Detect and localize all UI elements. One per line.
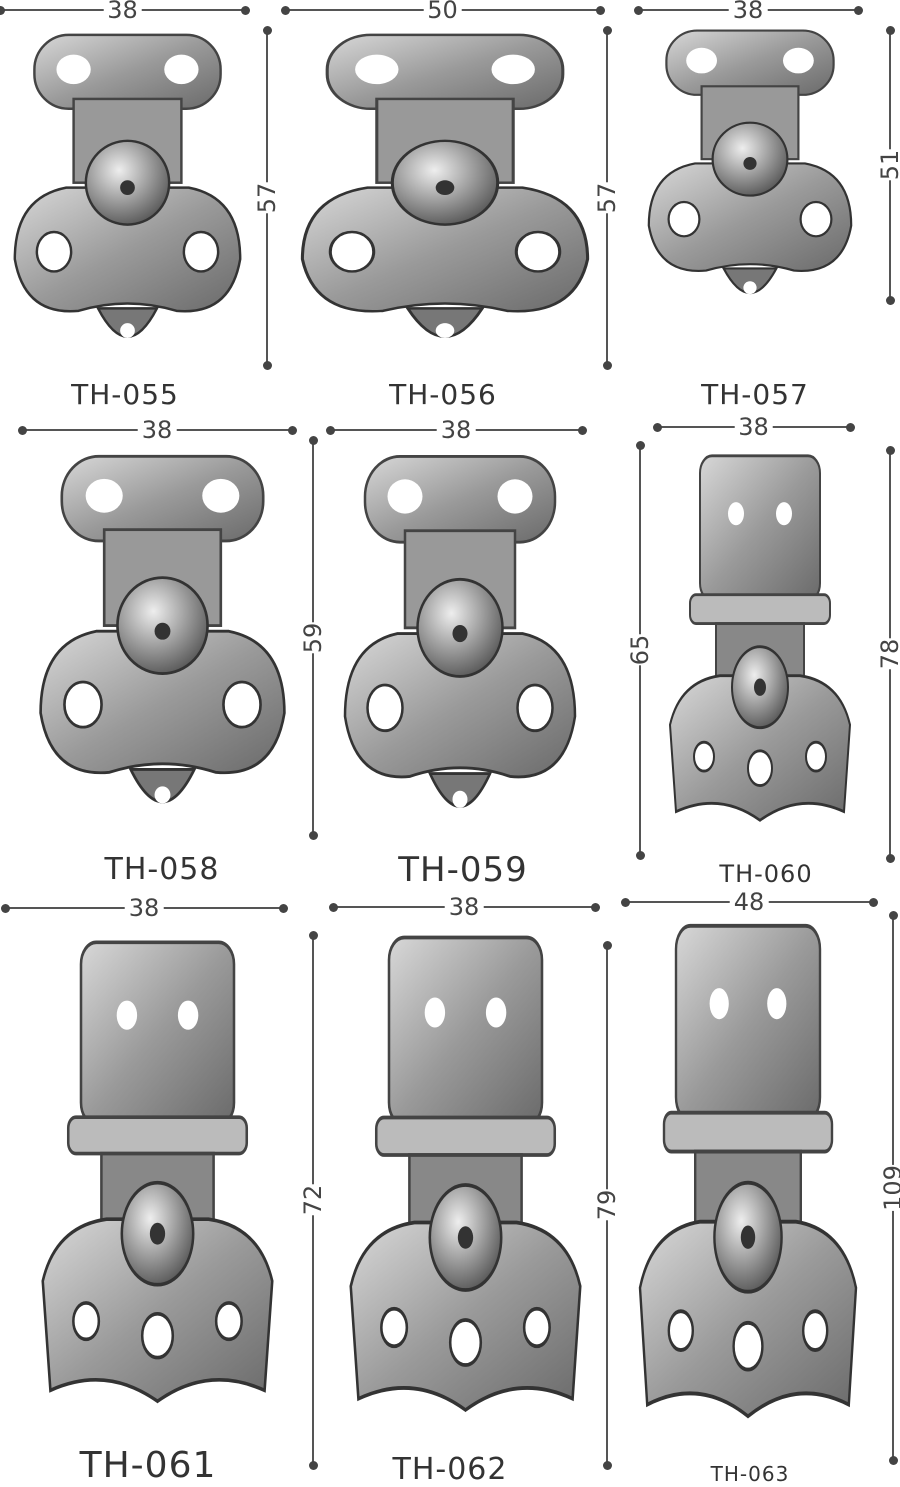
dimension-end-dot — [653, 423, 662, 432]
latch-image — [343, 455, 577, 808]
dimension-end-dot — [634, 6, 643, 15]
dimension-end-dot — [603, 361, 612, 370]
height-value: 78 — [874, 638, 900, 670]
dimension-end-dot — [309, 436, 318, 445]
dimension-end-dot — [281, 6, 290, 15]
dimension-end-dot — [886, 26, 895, 35]
dimension-end-dot — [596, 6, 605, 15]
product-image — [640, 22, 860, 322]
dimension-end-dot — [279, 904, 288, 913]
dimension-end-dot — [18, 426, 27, 435]
product-image — [628, 918, 868, 1463]
dimension-end-dot — [1, 904, 10, 913]
dimension-end-dot — [0, 6, 5, 15]
latch-image — [647, 29, 853, 295]
dimension-end-dot — [886, 446, 895, 455]
latch-image — [638, 923, 858, 1419]
latch-image — [41, 940, 274, 1404]
dimension-end-dot — [578, 426, 587, 435]
dimension-end-dot — [603, 1461, 612, 1470]
product-image — [30, 935, 285, 1445]
height-value: 57 — [591, 182, 623, 213]
height-value: 57 — [251, 182, 283, 213]
dimension-end-dot — [886, 854, 895, 863]
width-value: 38 — [124, 896, 164, 920]
dimension-end-dot — [603, 941, 612, 950]
dimension-end-dot — [621, 898, 630, 907]
product-image — [335, 445, 585, 845]
dimension-end-dot — [263, 26, 272, 35]
dimension-end-dot — [288, 426, 297, 435]
height-value: 109 — [877, 1164, 900, 1211]
height-value: 79 — [591, 1189, 623, 1221]
latch-image — [13, 33, 242, 338]
width-value: 48 — [729, 890, 769, 914]
dimension-end-dot — [326, 426, 335, 435]
product-image — [660, 450, 860, 855]
width-value: 50 — [423, 0, 462, 22]
height-value: 51 — [874, 149, 900, 181]
latch-image — [668, 454, 852, 822]
model-label: TH-056 — [389, 378, 497, 411]
dimension-end-dot — [241, 6, 250, 15]
dimension-end-dot — [603, 26, 612, 35]
latch-image — [349, 935, 582, 1413]
height-value: 65 — [624, 634, 656, 666]
height-value: 72 — [297, 1184, 329, 1216]
height-value: 59 — [297, 622, 329, 653]
latch-image — [39, 454, 286, 804]
product-image — [290, 25, 600, 370]
dimension-end-dot — [846, 423, 855, 432]
product-image — [30, 445, 295, 840]
model-label: TH-062 — [392, 1452, 508, 1487]
width-value: 38 — [137, 418, 177, 442]
width-value: 38 — [728, 0, 768, 22]
dimension-end-dot — [636, 851, 645, 860]
dimension-end-dot — [869, 898, 878, 907]
dimension-end-dot — [854, 6, 863, 15]
dimension-end-dot — [886, 296, 895, 305]
dimension-end-dot — [309, 831, 318, 840]
product-image — [338, 930, 593, 1455]
product-image — [5, 25, 250, 370]
dimension-end-dot — [329, 903, 338, 912]
model-label: TH-059 — [398, 850, 528, 890]
model-label: TH-057 — [701, 378, 809, 411]
model-label: TH-063 — [710, 1462, 790, 1486]
dimension-end-dot — [591, 903, 600, 912]
dimension-end-dot — [889, 911, 898, 920]
dimension-end-dot — [636, 441, 645, 450]
model-label: TH-060 — [719, 860, 813, 888]
model-label: TH-055 — [71, 378, 179, 411]
width-value: 38 — [444, 895, 484, 919]
model-label: TH-058 — [104, 852, 220, 887]
width-value: 38 — [734, 415, 773, 439]
dimension-end-dot — [309, 931, 318, 940]
latch-image — [300, 33, 590, 338]
dimension-end-dot — [889, 1456, 898, 1465]
dimension-end-dot — [309, 1461, 318, 1470]
model-label: TH-061 — [79, 1445, 217, 1486]
width-value: 38 — [103, 0, 142, 22]
width-value: 38 — [436, 418, 476, 442]
dimension-end-dot — [263, 361, 272, 370]
